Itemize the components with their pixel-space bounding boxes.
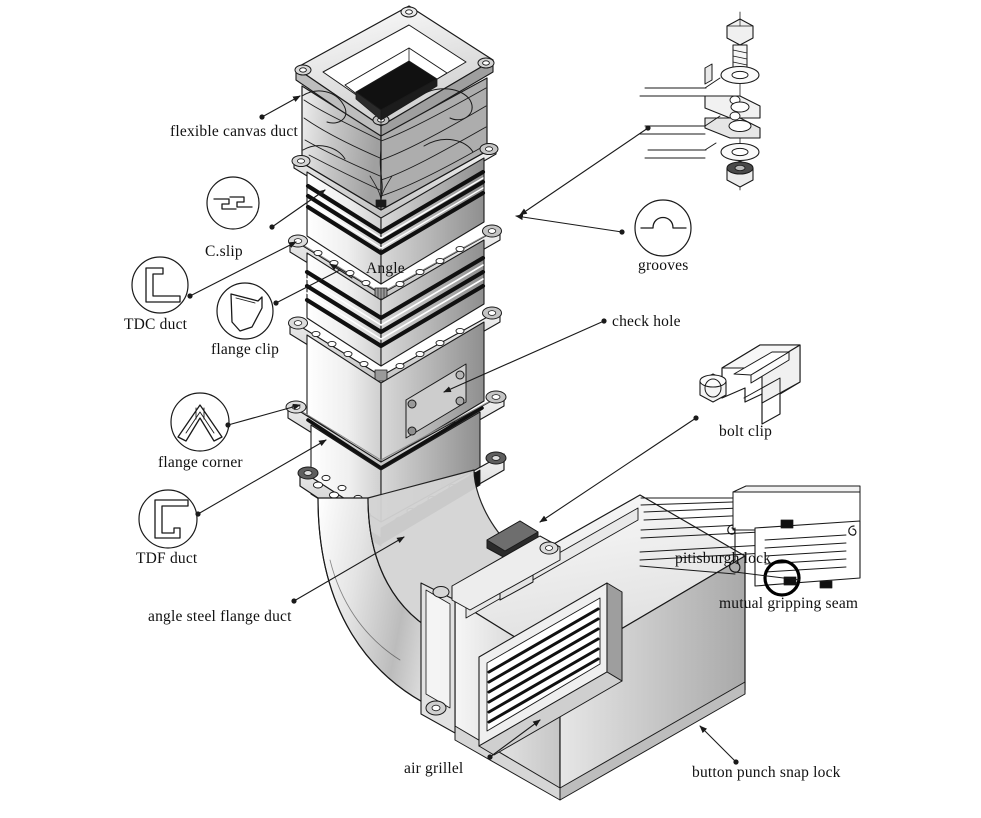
duct-top-rail xyxy=(451,535,561,611)
mutual-gripping-seam-highlight xyxy=(763,559,801,597)
flange-corner-callout-circle xyxy=(170,392,230,452)
label-flange-clip: flange clip xyxy=(211,341,280,358)
label-flexible-canvas-duct: flexible canvas duct xyxy=(170,123,298,140)
duct-segment-tdc xyxy=(305,157,486,285)
label-flange-corner: flange corner xyxy=(158,454,243,471)
duct-segment-b xyxy=(304,239,486,367)
duct-opening xyxy=(344,47,448,151)
label-tdf-duct: TDF duct xyxy=(136,550,198,567)
label-tdc-duct: TDC duct xyxy=(124,316,188,333)
c-slip-callout-circle xyxy=(206,176,260,230)
flexible-canvas-duct-body xyxy=(301,77,488,222)
label-button-punch-snap-lock: button punch snap lock xyxy=(692,764,841,781)
label-angle: Angle xyxy=(366,260,405,277)
tdc-flange-ring xyxy=(291,143,499,222)
duct-segment-check-hole xyxy=(306,321,485,464)
flange-clip-callout-circle xyxy=(216,282,274,340)
label-grooves: grooves xyxy=(638,257,689,274)
label-air-grille: air grillel xyxy=(404,760,464,777)
pittsburgh-lock-detail xyxy=(639,485,861,597)
joined-duct-plates xyxy=(639,63,761,159)
label-c-slip: C.slip xyxy=(205,243,243,260)
tdc-duct-callout-circle xyxy=(131,256,189,314)
label-bolt-clip: bolt clip xyxy=(719,423,773,440)
leader-lines xyxy=(187,95,739,765)
horizontal-duct-box xyxy=(420,494,746,801)
flange-ring-3 xyxy=(288,306,502,391)
label-pittsburgh-lock: pitisburgh lock xyxy=(675,550,772,567)
label-check-hole: check hole xyxy=(612,313,681,330)
tdf-duct-callout-circle xyxy=(138,489,198,549)
label-mutual-gripping-seam: mutual gripping seam xyxy=(719,595,859,612)
label-angle-steel-flange-duct: angle steel flange duct xyxy=(148,608,292,625)
air-grille-louvers xyxy=(478,582,623,756)
bolt-washer-nut-assembly xyxy=(639,11,761,191)
duct-end-frame xyxy=(420,582,456,734)
bolt-clip-detail xyxy=(699,344,801,425)
grooves-callout-circle xyxy=(634,199,692,257)
check-hole-plate xyxy=(405,363,467,439)
